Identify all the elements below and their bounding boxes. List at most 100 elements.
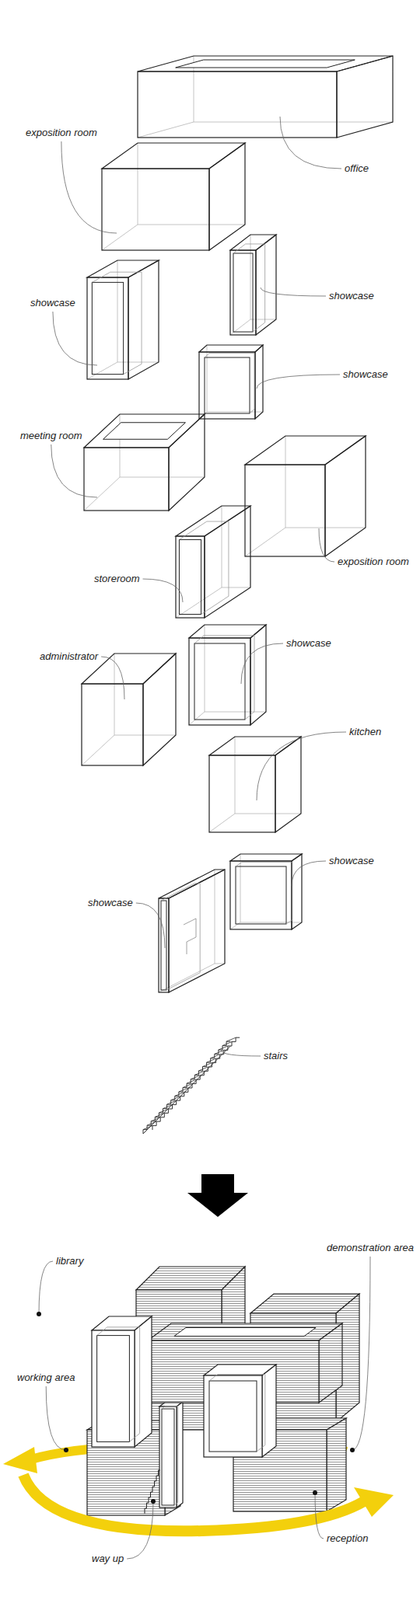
drawing-line [206,345,263,413]
drawing-line [235,867,287,925]
drawing-line [201,596,229,615]
leader-line [61,141,117,234]
volume-box [159,1403,183,1509]
drawing-line [163,1106,173,1110]
volume-box [91,1317,152,1449]
part-label: demonstration area [326,1242,414,1256]
leader-dot [350,1449,355,1454]
part-label: storeroom [94,573,140,586]
leader-line [221,1051,261,1057]
drawing-line [168,870,225,994]
part-label: showcase [286,637,332,651]
drawing-line [174,1329,316,1338]
drawing-line [123,364,142,375]
drawing-line [194,636,204,644]
drawing-line [114,654,176,736]
drawing-line [245,528,286,557]
drawing-line [183,919,196,956]
drawing-line [161,901,167,991]
drawing-line [107,1328,140,1435]
leader-line [318,528,335,563]
volume-box [101,143,245,251]
drawing-line [175,506,251,537]
drawing-line [189,712,205,726]
drawing-line [226,1038,236,1043]
drawing-line [209,353,255,410]
drawing-line [326,1419,347,1513]
part-label: stairs [263,1050,288,1064]
drawing-line [91,282,123,375]
leader-line [38,1262,53,1316]
drawing-line [161,1410,175,1507]
drawing-line [97,1328,108,1337]
drawing-line [175,588,222,619]
drawing-line [209,737,301,756]
volume-box [209,737,301,833]
drawing-line [214,870,225,965]
drawing-line [137,71,337,138]
drawing-line [175,536,205,619]
drawing-line [206,521,229,597]
exploded-boxes [81,56,393,994]
drawing-line [240,854,302,924]
leader-line [315,1494,324,1540]
drawing-line [209,1375,218,1383]
part-label: showcase [343,368,389,382]
drawing-line [101,143,245,169]
drawing-line [203,636,255,713]
volume-box [199,345,263,420]
part-label: showcase [30,297,76,310]
drawing-line [199,352,256,420]
drawing-line [194,884,200,974]
leader-line [143,579,183,603]
stairs-drawing [143,1038,240,1135]
drawing-line [158,964,215,994]
part-label: kitchen [349,726,382,739]
drawing-line [147,1324,343,1342]
drawing-line [250,234,277,320]
leader-line [256,732,347,802]
part-label: meeting room [20,430,82,443]
leader-line [291,861,326,887]
drawing-line [217,1375,266,1447]
volume-box [81,654,176,767]
drawing-line [178,539,201,615]
drawing-line [97,1337,130,1444]
leader-line [101,657,125,700]
drawing-line [204,357,250,414]
leader-line [136,903,165,949]
drawing-line [194,644,245,721]
volume-box [230,234,277,336]
drawing-line [161,1407,166,1411]
drawing-line [325,436,366,557]
drawing-line [159,1407,177,1509]
drawing-line [250,625,266,726]
circulation-arrow [23,1476,394,1533]
drawing-line [209,756,276,833]
volume-box [84,414,205,511]
drawing-line [143,1046,231,1135]
drawing-line [233,253,253,333]
drawing-line [286,920,293,925]
drawing-line [81,684,144,767]
leader-dot [63,1449,69,1454]
drawing-line [101,168,210,251]
drawing-line [103,423,186,441]
drawing-line [137,56,393,72]
drawing-line [252,322,266,333]
part-label: showcase [329,855,375,868]
drawing-line [209,814,235,833]
drawing-line [91,1331,135,1449]
drawing-line [178,521,207,540]
drawing-line [218,1046,228,1051]
leader-line [260,287,326,297]
part-label: working area [17,1372,75,1386]
drawing-line [110,272,142,364]
leader-line [126,1502,154,1561]
drawing-line [262,1365,277,1459]
part-label: exposition room [25,126,98,140]
volume-box [137,56,393,138]
drawing-line [101,224,138,251]
